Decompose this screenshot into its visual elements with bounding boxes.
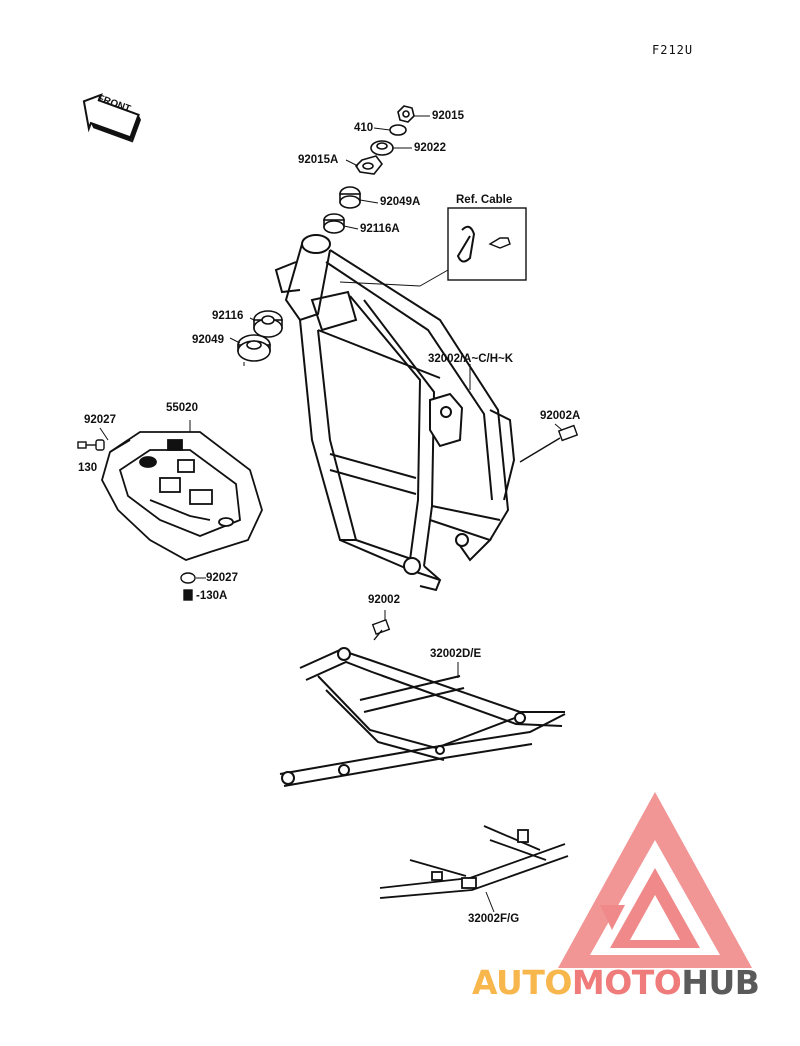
bolt-92002-icon xyxy=(371,619,391,641)
part-label-32002DE: 32002D/E xyxy=(430,648,482,660)
part-label-92027-top: 92027 xyxy=(84,414,116,426)
part-label-130: 130 xyxy=(78,462,98,474)
bolt-130A-icon xyxy=(180,572,196,601)
part-label-92116: 92116 xyxy=(212,310,244,322)
part-label-55020: 55020 xyxy=(166,402,198,414)
ref-cable-label: Ref. Cable xyxy=(456,194,513,206)
leader-lines xyxy=(99,115,563,913)
rear-frame xyxy=(279,647,566,787)
figure-code: F212U xyxy=(652,43,694,57)
watermark-text: AUTOMOTOHUB xyxy=(472,963,760,1002)
part-label-92015A: 92015A xyxy=(298,154,339,166)
part-label-32002FG: 32002F/G xyxy=(468,913,520,925)
front-arrow-icon xyxy=(82,93,141,143)
part-label-92049A: 92049A xyxy=(380,196,421,208)
part-label-92022: 92022 xyxy=(414,142,446,154)
watermark-logo xyxy=(558,792,752,968)
part-label-92049: 92049 xyxy=(192,334,224,346)
bolt-92002A-icon xyxy=(519,424,579,463)
part-label-410: 410 xyxy=(354,122,374,134)
skid-plate xyxy=(101,431,263,561)
bolt-130-icon xyxy=(77,439,105,451)
part-label-92027-bottom: 92027 xyxy=(206,572,238,584)
part-label-92002A: 92002A xyxy=(540,410,581,422)
rear-frame-section xyxy=(379,825,569,899)
part-label-92015: 92015 xyxy=(432,110,464,122)
main-frame xyxy=(274,234,516,592)
part-label-32002-a-k: 32002/A~C/H~K xyxy=(428,353,514,365)
part-label-92002: 92002 xyxy=(368,594,400,606)
part-label-130A: -130A xyxy=(196,590,228,602)
part-label-92116A: 92116A xyxy=(360,223,400,235)
ref-cable-box xyxy=(447,207,527,281)
